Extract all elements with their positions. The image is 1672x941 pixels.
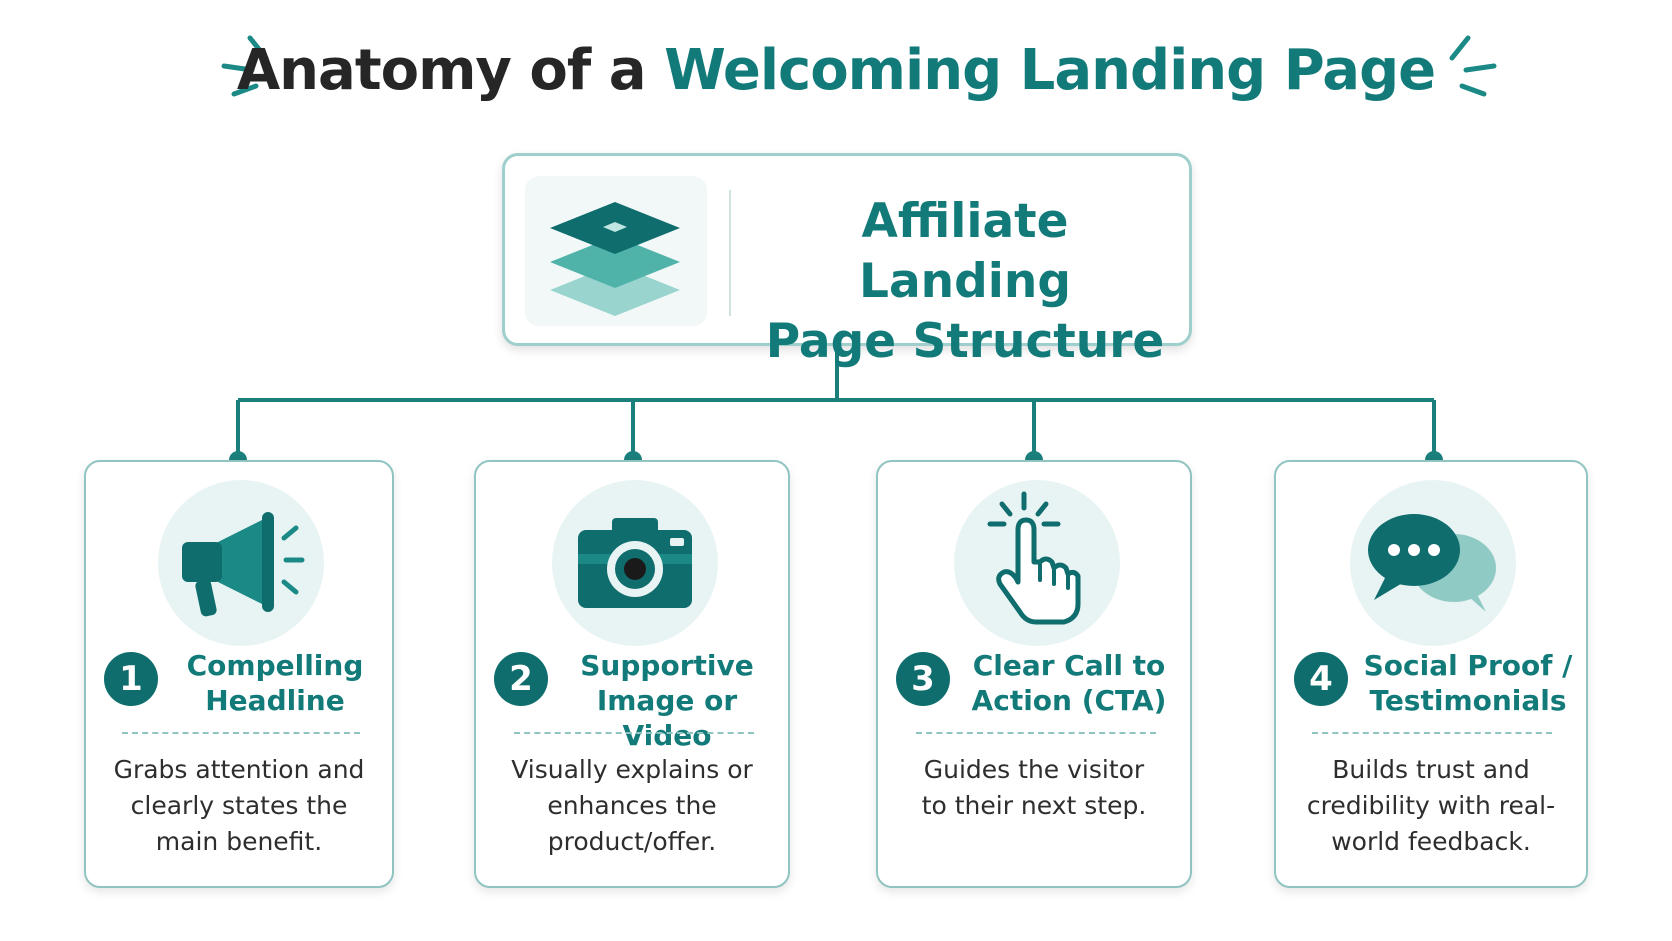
card-compelling-headline: 1 Compelling Headline Grabs attention an…	[84, 460, 394, 888]
card-description: Builds trust and credibility with real- …	[1306, 755, 1556, 856]
card-description: Guides the visitor to their next step.	[921, 755, 1147, 820]
card-icon-circle	[1350, 480, 1516, 646]
card-description: Visually explains or enhances the produc…	[511, 755, 753, 856]
chat-bubbles-icon	[1368, 514, 1496, 612]
layers-icon	[550, 202, 680, 316]
title-part-teal: Welcoming Landing Page	[664, 38, 1436, 103]
card-icon-circle	[158, 480, 324, 646]
card-heading: Clear Call to Action (CTA)	[971, 649, 1167, 717]
step-number-badge: 3	[896, 652, 950, 706]
step-number-badge: 2	[494, 652, 548, 706]
megaphone-icon	[182, 512, 305, 617]
card-divider	[122, 732, 360, 734]
sparkle-right-icon	[1449, 35, 1497, 97]
card-icon-circle	[552, 480, 718, 646]
root-divider	[729, 190, 731, 316]
card-heading: Compelling Headline	[186, 649, 364, 717]
page-title: Anatomy of a Welcoming Landing Page	[0, 38, 1672, 103]
step-number-badge: 4	[1294, 652, 1348, 706]
sparkle-left-icon	[221, 35, 269, 97]
card-heading: Social Proof / Testimonials	[1363, 649, 1573, 717]
card-social-proof: 4 Social Proof / Testimonials Builds tru…	[1274, 460, 1588, 888]
root-node: Affiliate Landing Page Structure	[502, 153, 1192, 369]
card-call-to-action: 3 Clear Call to Action (CTA) Guides the …	[876, 460, 1192, 888]
title-part-dark: Anatomy of a	[236, 38, 647, 103]
card-divider	[1312, 732, 1552, 734]
step-number-badge: 1	[104, 652, 158, 706]
card-supportive-image: 2 Supportive Image or Video Visually exp…	[474, 460, 790, 888]
root-icon-container	[525, 176, 707, 326]
root-title: Affiliate Landing Page Structure	[765, 194, 1165, 369]
card-description: Grabs attention and clearly states the m…	[113, 755, 365, 856]
card-heading: Supportive Image or Video	[580, 649, 754, 752]
card-divider	[916, 732, 1156, 734]
camera-icon	[578, 518, 692, 608]
pointer-hand-icon	[987, 491, 1081, 625]
card-divider	[514, 732, 754, 734]
card-icon-circle	[954, 480, 1120, 646]
